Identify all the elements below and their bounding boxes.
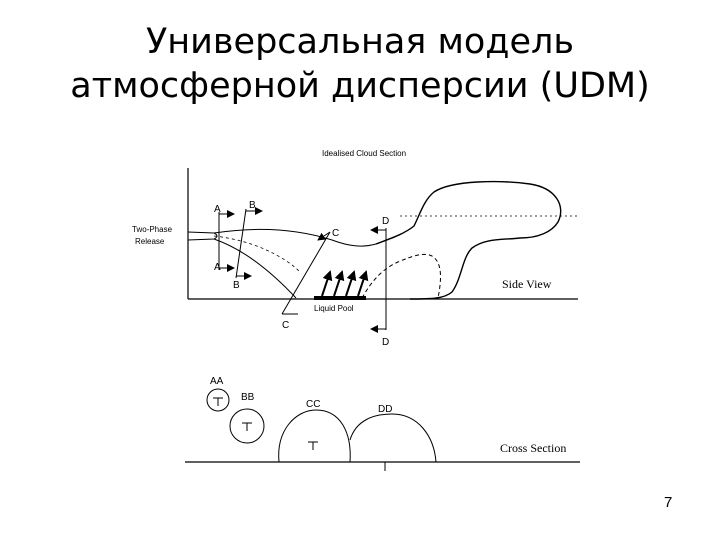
cloud-inner-dashed [361, 253, 441, 299]
cloud-outline [375, 180, 562, 300]
cross-section-label: Cross Section [500, 441, 566, 455]
section-arrow-c-top [317, 231, 331, 241]
liquid-pool-label: Liquid Pool [314, 304, 354, 313]
cross-section-aa-circle [206, 388, 230, 412]
cross-label-cc: CC [306, 399, 320, 410]
evaporation-arrow-2 [333, 270, 345, 297]
cross-section-panel [185, 388, 580, 471]
cross-section-bb-circle [229, 408, 265, 444]
slide-title: Универсальная модель атмосферной дисперс… [0, 20, 720, 108]
plume-top-edge [213, 228, 377, 247]
release-nozzle [187, 231, 218, 241]
section-line-c [281, 231, 331, 315]
cross-label-bb: BB [241, 392, 255, 403]
page-number: 7 [664, 494, 673, 511]
cross-section-bb-marker [242, 422, 252, 431]
section-mark-d-top: D [382, 216, 389, 227]
cross-label-dd: DD [378, 404, 392, 415]
section-mark-b-bottom: B [233, 280, 240, 291]
release-label-line-1: Two-Phase [132, 225, 173, 234]
section-mark-d-bottom: D [382, 337, 389, 348]
slide-title-line-2: атмосферной дисперсии (UDM) [70, 66, 650, 106]
section-mark-c-bottom: C [282, 320, 289, 331]
cross-section-aa-marker [213, 397, 223, 406]
plume-centre-dashed [213, 235, 301, 273]
figure-heading: Idealised Cloud Section [322, 149, 406, 158]
cross-section-cc-marker [308, 441, 318, 450]
slide-title-line-1: Универсальная модель [145, 22, 575, 62]
section-mark-b-top: B [249, 200, 256, 211]
plume-lower-edge [213, 238, 297, 299]
release-label-line-2: Release [135, 237, 165, 246]
side-view-label: Side View [502, 277, 552, 291]
section-line-b [235, 208, 247, 279]
evaporation-arrow-1 [321, 270, 333, 297]
evaporation-arrow-3 [345, 270, 357, 297]
section-mark-a-top: A [214, 204, 221, 215]
cross-label-aa: AA [210, 376, 224, 387]
side-view-panel [187, 168, 578, 333]
section-mark-c-top: C [332, 228, 339, 239]
section-mark-a-bottom: A [214, 262, 221, 273]
evaporation-arrow-4 [357, 270, 369, 297]
cross-section-dd-shape [349, 413, 437, 463]
cross-section-cc-shape [278, 409, 351, 463]
